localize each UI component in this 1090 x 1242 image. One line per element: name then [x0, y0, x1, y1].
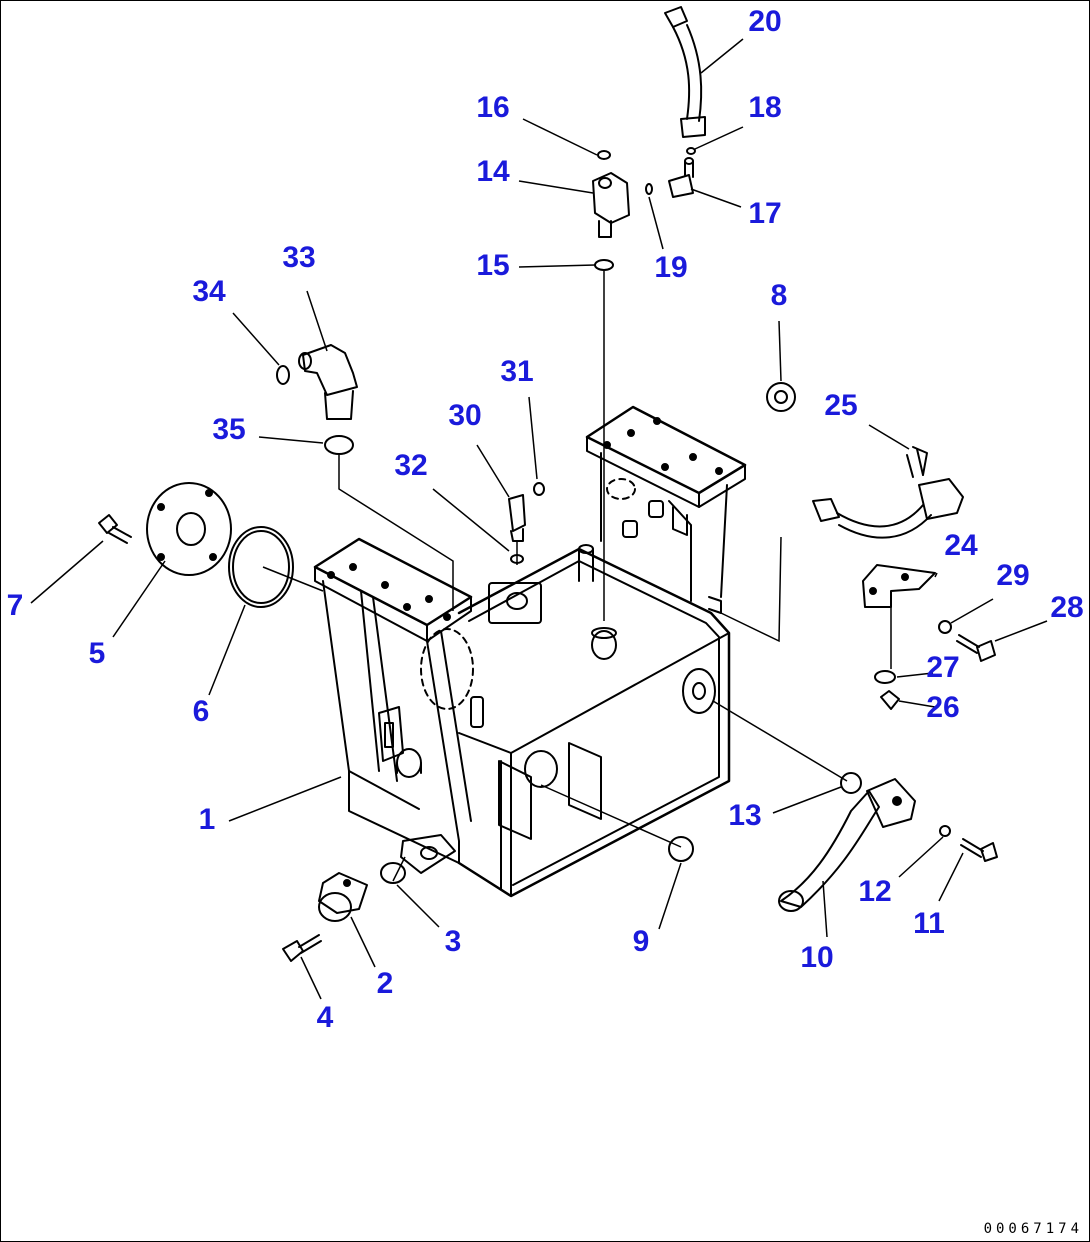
callout-16: 16: [476, 91, 509, 124]
part-7-bolt: [98, 514, 132, 544]
callout-24: 24: [944, 529, 978, 562]
callout-13: 13: [728, 799, 761, 832]
part-3-o-ring: [380, 862, 406, 884]
callout-35: 35: [212, 413, 245, 446]
part-8-cap: [766, 382, 796, 412]
part-16-o-ring: [597, 150, 611, 160]
part-11-bolt: [960, 838, 998, 862]
part-10-pipe: [778, 778, 916, 912]
callout-9: 9: [633, 925, 650, 958]
part-24-bracket: [862, 564, 936, 608]
part-15-o-ring: [594, 259, 614, 271]
callout-5: 5: [89, 637, 106, 670]
callout-8: 8: [771, 279, 788, 312]
part-31-o-ring: [533, 482, 545, 496]
callout-31: 31: [500, 355, 533, 388]
leader-lines: [30, 38, 1048, 1000]
callout-12: 12: [858, 875, 891, 908]
part-30-fitting: [508, 494, 526, 542]
part-2-suction-elbow: [318, 872, 368, 922]
callout-34: 34: [192, 275, 226, 308]
part-9-plug: [668, 836, 694, 862]
callout-7: 7: [7, 589, 24, 622]
callout-15: 15: [476, 249, 509, 282]
part-17-elbow-fitting: [668, 157, 694, 198]
callout-20: 20: [748, 5, 781, 38]
callout-10: 10: [800, 941, 833, 974]
part-27-washer: [874, 670, 896, 684]
part-13-o-ring: [840, 772, 862, 794]
part-34-o-ring: [276, 365, 290, 385]
part-35-o-ring: [324, 435, 354, 455]
part-18-o-ring: [686, 147, 696, 155]
part-14-valve: [592, 172, 630, 238]
callout-27: 27: [926, 651, 959, 684]
callout-26: 26: [926, 691, 959, 724]
callout-25: 25: [824, 389, 857, 422]
part-5-cover-plate: [146, 482, 232, 576]
part-25-pipe: [812, 446, 964, 539]
callout-11: 11: [913, 907, 945, 940]
assembly-lines: [262, 271, 892, 882]
part-29-washer: [938, 620, 952, 634]
callout-30: 30: [448, 399, 481, 432]
part-19-o-ring: [645, 183, 653, 195]
drawing-reference-number: 00067174: [983, 1221, 1083, 1237]
part-28-bolt: [956, 634, 996, 662]
part-20-hose: [664, 6, 706, 138]
callout-3: 3: [445, 925, 462, 958]
callout-33: 33: [282, 241, 315, 274]
callout-29: 29: [996, 559, 1029, 592]
part-26-nut: [880, 690, 900, 710]
part-12-washer: [939, 825, 951, 837]
callout-19: 19: [654, 251, 687, 284]
callout-2: 2: [377, 967, 394, 1000]
callout-6: 6: [193, 695, 210, 728]
part-33-elbow: [298, 344, 358, 420]
callout-17: 17: [748, 197, 781, 230]
part-6-o-ring-inner: [232, 530, 290, 604]
callout-4: 4: [317, 1001, 334, 1034]
callout-14: 14: [476, 155, 510, 188]
hydraulic-tank: [313, 405, 747, 898]
callout-28: 28: [1050, 591, 1083, 624]
callout-18: 18: [748, 91, 781, 124]
callout-1: 1: [199, 803, 216, 836]
callout-32: 32: [394, 449, 427, 482]
part-4-bolt: [282, 934, 322, 962]
part-6-o-ring: [228, 526, 294, 608]
